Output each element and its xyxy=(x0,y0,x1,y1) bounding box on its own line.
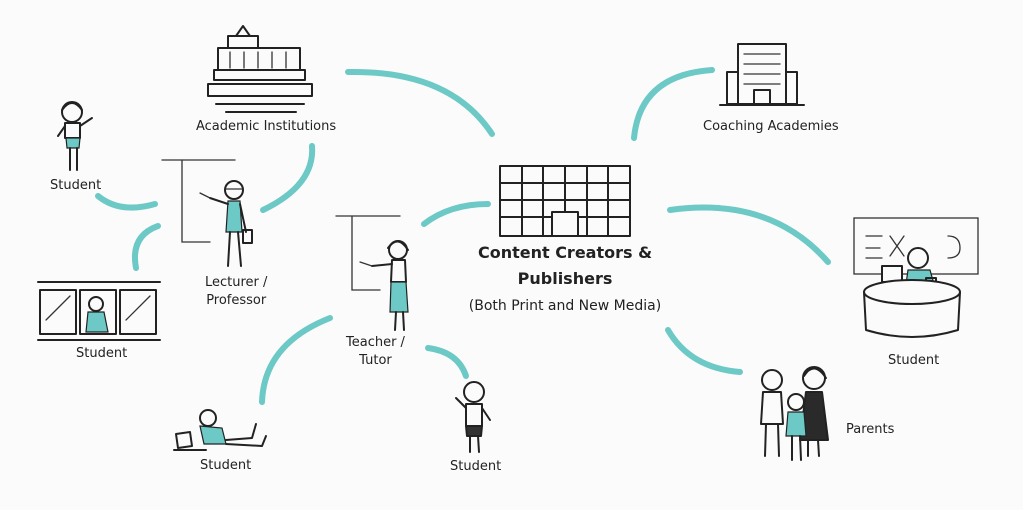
label-teacher: Teacher / Tutor xyxy=(346,334,405,370)
student-desk-figure-icon xyxy=(853,217,979,338)
parents-family-icon xyxy=(760,366,829,461)
label-student-standing: Student xyxy=(450,459,502,474)
label-student-laptop: Student xyxy=(200,458,252,473)
connector-arc-center-coaching xyxy=(631,67,715,141)
connector-arc-teacher-center xyxy=(421,201,491,227)
center-title-line1: Content Creators & xyxy=(477,243,653,262)
label-coaching-academies: Coaching Academies xyxy=(703,119,839,134)
label-lecturer-line1: Lecturer / xyxy=(205,275,268,290)
label-student-top-left: Student xyxy=(50,178,102,193)
label-student-train: Student xyxy=(76,346,128,361)
connector-arc-student-train-lecturer xyxy=(132,223,161,271)
label-academic-institutions: Academic Institutions xyxy=(196,119,337,134)
label-parents: Parents xyxy=(846,422,895,437)
academic-institution-icon xyxy=(207,25,313,113)
lecturer-figure-icon xyxy=(161,159,253,267)
connector-arc-teacher-student-laptop xyxy=(259,315,333,405)
label-teacher-line1: Teacher / xyxy=(346,335,405,350)
connector-arc-center-parents xyxy=(665,327,743,375)
connector-arc-academic-lecturer xyxy=(260,143,316,213)
label-lecturer: Lecturer / Professor xyxy=(205,274,267,310)
connector-arc-teacher-student-standing xyxy=(425,345,469,379)
center-title: Content Creators & Publishers xyxy=(440,240,690,292)
label-lecturer-line2: Professor xyxy=(206,293,267,308)
student-standing-figure-icon xyxy=(455,381,491,453)
connector-arc-academic-center xyxy=(345,68,495,137)
label-teacher-line2: Tutor xyxy=(359,353,392,368)
connector-arc-center-student-desk xyxy=(667,204,831,265)
connector-arc-student-lecturer xyxy=(95,193,158,211)
center-subtitle: (Both Print and New Media) xyxy=(468,298,662,314)
student-train-window-icon xyxy=(37,281,161,341)
label-student-desk: Student xyxy=(888,353,940,368)
coaching-academy-building-icon xyxy=(719,43,805,106)
student-laptop-figure-icon xyxy=(173,409,267,451)
teacher-figure-icon xyxy=(335,215,409,331)
publisher-building-icon xyxy=(499,165,631,237)
center-title-line2: Publishers xyxy=(517,269,613,288)
student-top-left-figure-icon xyxy=(57,101,93,171)
